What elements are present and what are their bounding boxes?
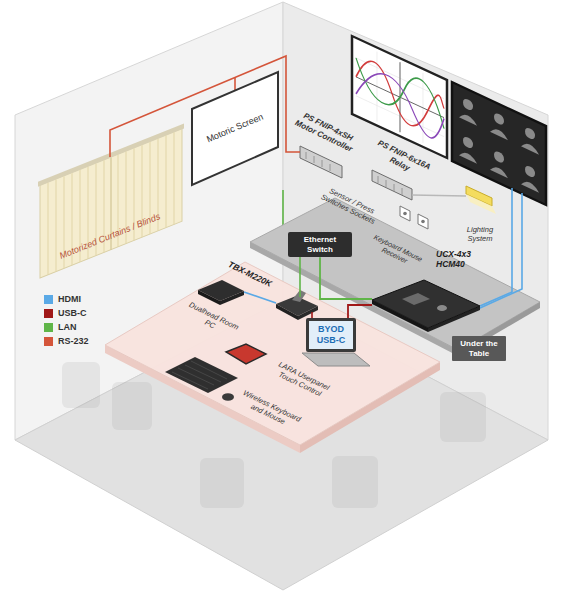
- rs232-wire: [234, 77, 236, 90]
- location-tag: Under the Table: [452, 336, 506, 361]
- device-label: LARA Userpanel Touch Control: [267, 357, 338, 404]
- legend-swatch: [44, 295, 53, 304]
- legend-swatch: [44, 323, 53, 332]
- device-box: Ethernet Switch: [288, 232, 352, 257]
- legend-swatch: [44, 337, 53, 346]
- device-label: Lighting System: [456, 225, 504, 243]
- wall-label: Motorized Curtains / Blinds: [38, 203, 181, 269]
- switcher-knob: [437, 305, 447, 311]
- screen-surface: [192, 72, 278, 185]
- legend: HDMI USB-C LAN RS-232: [44, 292, 89, 348]
- device-name: UCX-4x3 HCM40: [436, 250, 480, 270]
- motor-controller: [300, 146, 342, 178]
- lan-wire: [299, 257, 301, 297]
- table: [105, 262, 440, 453]
- keyboard: [165, 357, 238, 393]
- legend-swatch: [44, 309, 53, 318]
- legend-text: HDMI: [58, 294, 81, 304]
- switch-socket: [400, 206, 410, 221]
- blinds: [38, 123, 184, 278]
- mouse: [222, 393, 234, 401]
- legend-text: LAN: [58, 322, 77, 332]
- touch-panel: [226, 344, 266, 364]
- display-graph: [352, 36, 447, 158]
- room: [15, 2, 548, 590]
- laptop-screen: BYOD USB-C: [306, 318, 356, 352]
- power-wire: [412, 195, 466, 196]
- cable-connector: [348, 305, 372, 318]
- device-label: Keyboard Mouse Receiver: [364, 230, 429, 273]
- lamp-glow: [466, 194, 496, 214]
- legend-entry: LAN: [44, 320, 89, 334]
- projection-screen: Motoric Screen: [191, 71, 279, 186]
- legend-entry: RS-232: [44, 334, 89, 348]
- table-devices: [165, 257, 370, 401]
- legend-text: USB-C: [58, 308, 87, 318]
- relay-device: [372, 170, 412, 200]
- device-label: PS FNIP-4xSH Motor Controller: [289, 108, 362, 157]
- legend-entry: USB-C: [44, 306, 89, 320]
- legend-entry: HDMI: [44, 292, 89, 306]
- device-label: Wireless Keyboard and Mouse: [236, 387, 303, 432]
- laptop-base: [302, 353, 370, 366]
- node-text: BYOD USB-C: [311, 324, 351, 346]
- device-label: TBX-M220K: [221, 256, 279, 291]
- device-label: PS FNIP-6x16A Relay: [365, 136, 438, 185]
- switcher-display: [402, 293, 430, 305]
- hdmi-wire: [244, 292, 276, 303]
- switcher-top: [372, 280, 480, 328]
- device-label: Sensor / Press Switches Sockets: [310, 179, 390, 230]
- device-label: Dualhead Room PC: [183, 300, 241, 341]
- node-text: Ethernet Switch: [290, 235, 350, 254]
- legend-text: RS-232: [58, 336, 89, 346]
- cable-connector: [320, 257, 372, 299]
- switch-socket: [418, 214, 428, 229]
- node-text: Under the Table: [455, 339, 503, 358]
- wall-wiring: [110, 56, 466, 245]
